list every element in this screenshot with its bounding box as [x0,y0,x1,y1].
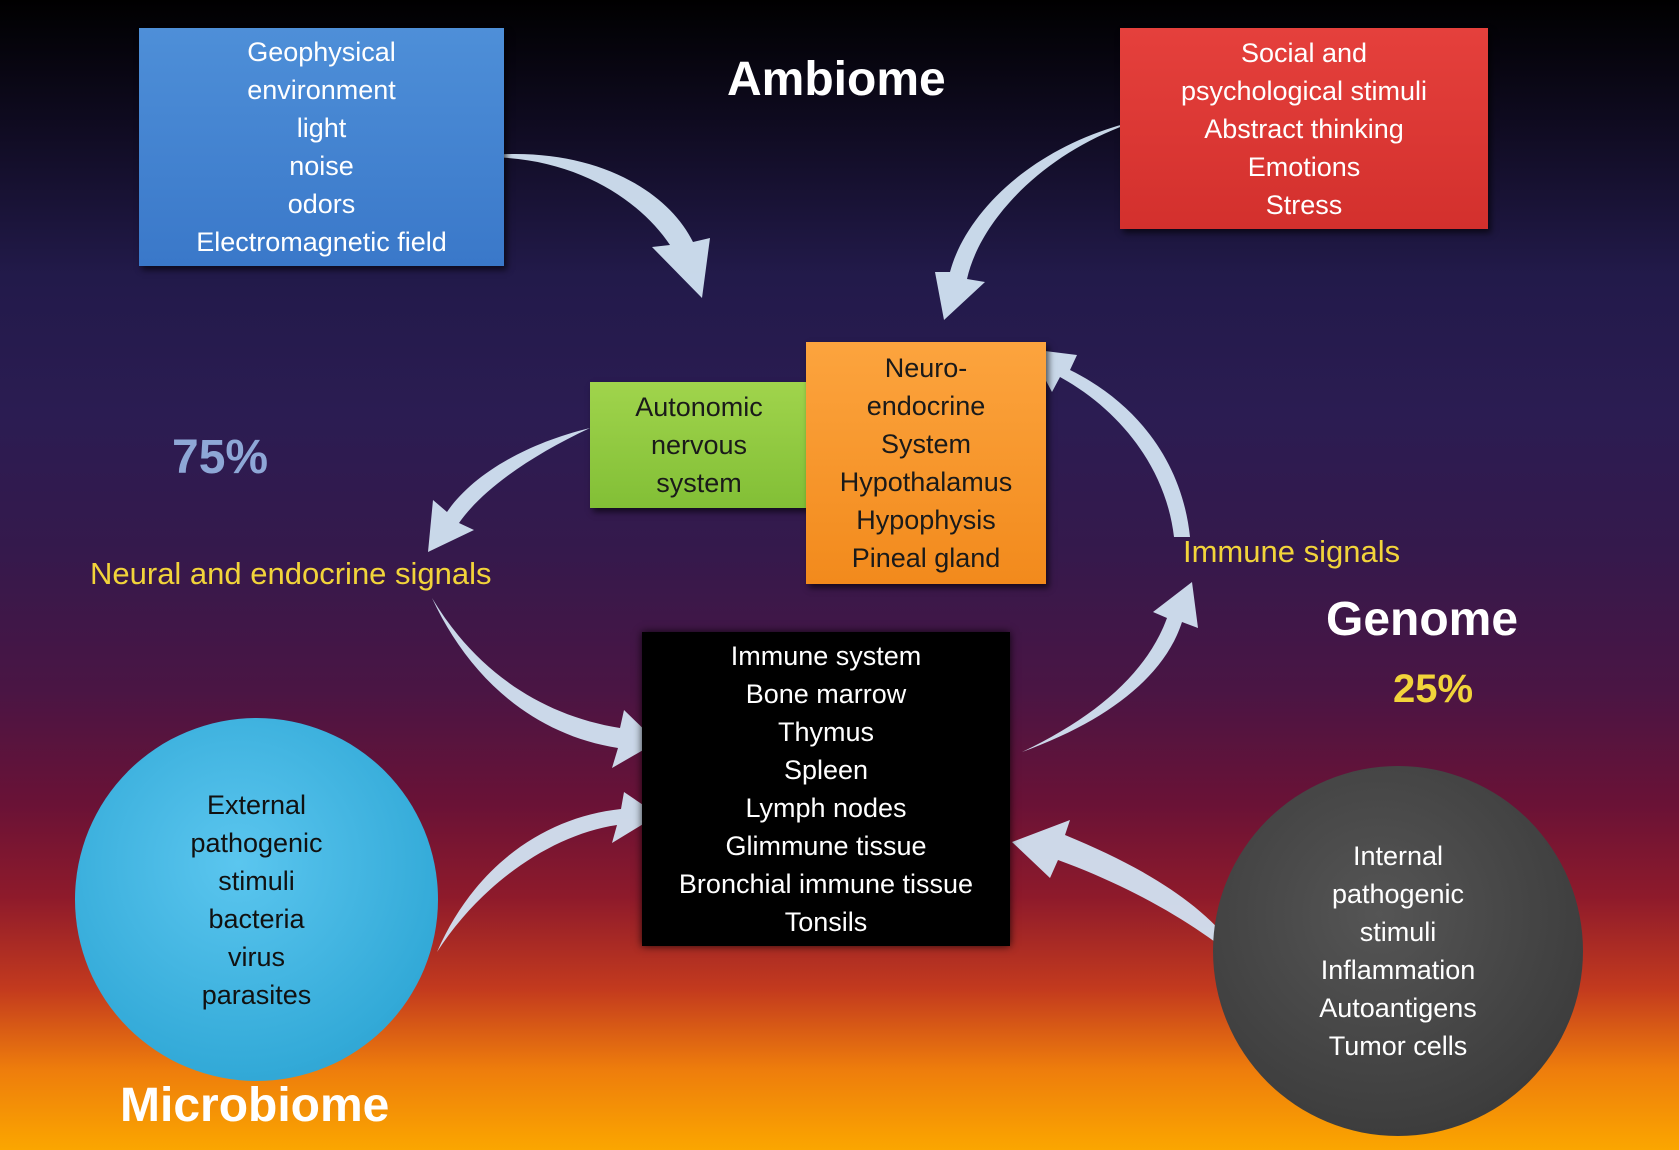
immune-system-box: Immune system Bone marrow Thymus Spleen … [642,632,1010,946]
box-line: Internal [1352,841,1444,871]
external-pathogenic-stimuli-circle: External pathogenic stimuli bacteria vir… [75,718,438,1081]
box-line: odors [287,189,356,219]
immune-signals-label: Immune signals [1183,534,1401,569]
box-line: Bone marrow [745,679,907,709]
box-line: Hypothalamus [839,467,1013,497]
box-line: environment [247,75,396,105]
box-line: Tonsils [784,907,868,937]
box-line: Social and [1240,37,1368,68]
autonomic-nervous-system-box: Autonomic nervous system [590,382,808,508]
box-line: Glimmune tissue [725,831,927,861]
arrow-immune-signals-to-neuro [1029,349,1190,537]
box-line: Stress [1265,189,1343,220]
box-line: psychological stimuli [1180,75,1428,106]
box-line: Abstract thinking [1204,113,1404,144]
box-line: pathogenic [190,827,323,858]
social-psychological-box: Social and psychological stimuli Abstrac… [1120,28,1488,229]
box-line: stimuli [1359,917,1437,947]
box-line: Inflammation [1320,955,1476,985]
box-line: virus [227,941,285,972]
percentage-25: 25% [1393,667,1474,711]
arrow-immune-to-immune-signals [1022,582,1198,752]
box-line: Electromagnetic field [196,227,447,257]
box-line: parasites [201,979,312,1010]
box-line: Lymph nodes [745,793,907,823]
box-line: Spleen [783,755,869,785]
box-line: System [880,429,972,459]
box-line: Autonomic [635,392,763,422]
box-line: Thymus [777,717,874,747]
arrow-social-to-neuro [935,120,1140,320]
box-line: endocrine [866,391,986,421]
title-microbiome: Microbiome [120,1079,390,1132]
box-line: Tumor cells [1328,1031,1468,1061]
arrow-internal-to-immune [1012,820,1250,970]
box-line: Neuro- [884,353,968,383]
percentage-75: 75% [172,431,269,484]
arrow-external-to-immune [437,792,658,952]
box-line: noise [289,151,354,181]
title-genome: Genome [1326,593,1519,646]
box-line: Hypophysis [856,505,996,535]
arrow-geophysical-to-neuro [465,153,710,298]
box-line: system [656,468,742,498]
neural-endocrine-signals-label: Neural and endocrine signals [90,556,492,591]
neuroendocrine-system-box: Neuro- endocrine System Hypothalamus Hyp… [806,342,1046,584]
box-line: Emotions [1247,151,1361,182]
box-line: light [296,113,347,143]
box-line: nervous [650,430,748,460]
box-line: pathogenic [1331,879,1465,909]
box-line: Bronchial immune tissue [678,869,974,899]
geophysical-environment-box: Geophysical environment light noise odor… [139,28,504,266]
box-line: Geophysical [247,37,396,67]
box-line: Autoantigens [1319,993,1477,1023]
internal-pathogenic-stimuli-circle: Internal pathogenic stimuli Inflammation… [1213,766,1583,1136]
box-line: External [206,789,307,820]
box-line: Pineal gland [851,543,1001,573]
arrow-neural-signals-to-immune [432,598,657,768]
title-ambiome: Ambiome [727,53,946,106]
box-line: Immune system [730,641,922,671]
box-line: stimuli [218,865,295,896]
box-line: bacteria [208,903,305,934]
arrow-ans-to-neural-signals [428,428,590,552]
